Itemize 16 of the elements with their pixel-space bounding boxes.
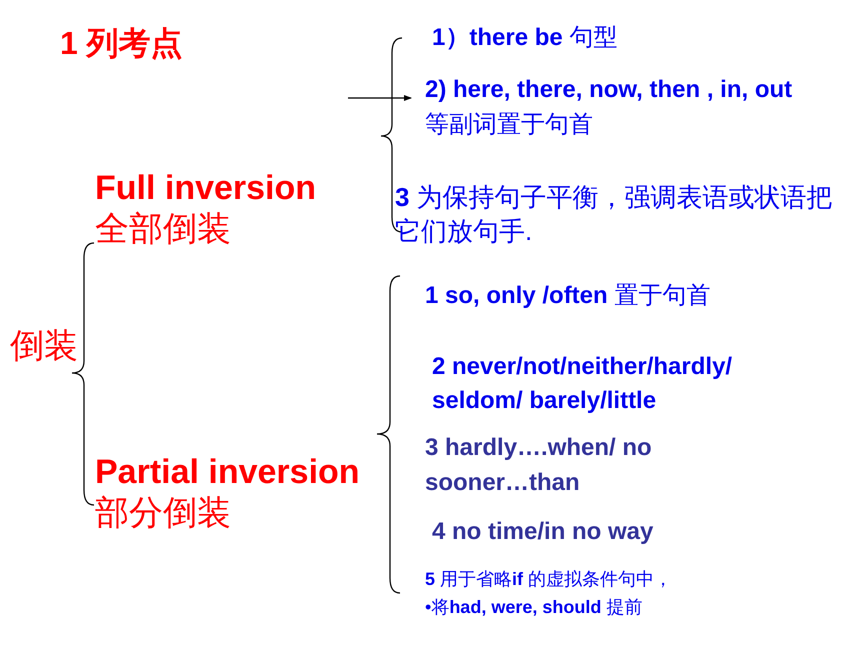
category-heading: 倒装: [10, 326, 79, 367]
category-subheading: 部分倒装: [95, 492, 232, 534]
point-text: 1 so, only /often 置于句首: [425, 282, 712, 311]
point-text: 2 never/not/neither/hardly/ seldom/ barely/little: [432, 352, 734, 416]
arrow: [348, 95, 412, 101]
category-heading: Full inversion: [95, 168, 318, 209]
category-subheading: 全部倒装: [95, 208, 232, 250]
point-text: 2) here, there, now, then , in, out 等副词置于句首: [425, 75, 794, 140]
section-title: 1 列考点: [60, 24, 183, 63]
point-text: 5 用于省略if 的虚拟条件句中，: [425, 568, 674, 591]
point-text: 1）there be 句型: [432, 24, 618, 53]
point-text: •将had, were, should 提前: [425, 596, 644, 619]
category-heading: Partial inversion: [95, 452, 361, 493]
point-text: 4 no time/in no way: [432, 518, 654, 547]
point-text: 3 为保持句子平衡，强调表语或状语把它们放句手.: [395, 181, 834, 248]
point-text: 3 hardly….when/ no sooner…than: [425, 433, 653, 498]
